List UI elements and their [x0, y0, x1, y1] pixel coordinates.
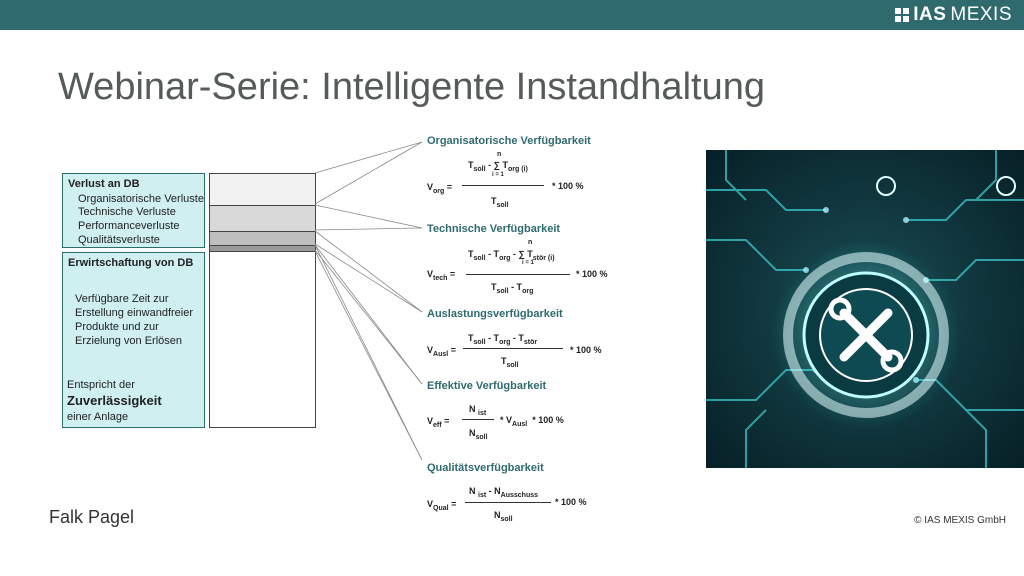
bar-tech-loss — [209, 205, 316, 232]
formula-eff-rhs: * VAusl * 100 % — [500, 415, 564, 428]
formula-eff-denominator: Nsoll — [469, 428, 488, 441]
formula-tech-numerator: Tsoll - Torg - ∑ Tstör (i) — [468, 249, 555, 262]
formula-qual-numerator: N ist - NAusschuss — [469, 486, 539, 499]
loss-heading: Verlust an DB — [68, 178, 140, 190]
copyright: © IAS MEXIS GmbH — [914, 515, 1006, 526]
formula-tech-denominator: Tsoll - Torg — [491, 282, 534, 295]
section-tech-title: Technische Verfügbarkeit — [427, 223, 561, 235]
top-bar: IAS MEXIS — [0, 0, 1024, 30]
fraction-line — [462, 419, 494, 420]
presenter-name: Falk Pagel — [49, 507, 135, 527]
times-100: * 100 % — [552, 181, 584, 191]
loss-item: Technische Verluste — [78, 206, 176, 218]
reliability-bold: Zuverlässigkeit — [67, 393, 162, 408]
earnings-box: Erwirtschaftung von DB Verfügbare Zeit z… — [62, 252, 205, 428]
section-qual-title: Qualitätsverfügbarkeit — [427, 462, 544, 474]
loss-item: Qualitätsverluste — [78, 234, 160, 246]
section-eff-title: Effektive Verfügbarkeit — [427, 380, 547, 392]
formula-org-denominator: Tsoll — [491, 196, 509, 209]
loss-item: Performanceverluste — [78, 220, 180, 232]
section-org-title: Organisatorische Verfügbarkeit — [427, 135, 591, 147]
formula-tech-lhs: Vtech = — [427, 269, 456, 282]
brand-light: MEXIS — [950, 4, 1012, 25]
earnings-line: Erstellung einwandfreier — [75, 307, 194, 319]
times-100: * 100 % — [576, 269, 608, 279]
formula-qual-denominator: Nsoll — [494, 510, 513, 523]
sum-top: n — [528, 239, 533, 246]
formula-ausl-denominator: Tsoll — [501, 356, 519, 369]
fraction-line — [462, 185, 544, 186]
bar-earnings — [209, 251, 316, 428]
slide-title: Webinar-Serie: Intelligente Instandhaltu… — [58, 66, 765, 108]
formula-ausl-lhs: VAusl = — [427, 345, 456, 358]
formula-qual-lhs: VQual = — [427, 499, 457, 512]
brand-logo: IAS MEXIS — [895, 4, 1012, 25]
formula-ausl-numerator: Tsoll - Torg - Tstör — [468, 333, 538, 346]
loss-item: Organisatorische Verluste — [78, 193, 204, 205]
earnings-line: Produkte und zur — [75, 321, 159, 333]
formula-org-numerator: Tsoll - ∑ Torg (i) — [468, 160, 528, 173]
sum-bottom: i = 1 — [522, 260, 534, 266]
sum-bottom: i = 1 — [492, 172, 504, 178]
fraction-line — [466, 274, 570, 275]
loss-box: Verlust an DB Organisatorische Verluste … — [62, 173, 205, 248]
formula-eff-numerator: N ist — [469, 404, 487, 417]
brand-strong: IAS — [913, 4, 947, 25]
sum-top: n — [497, 151, 502, 158]
fraction-line — [463, 348, 563, 349]
formula-org-lhs: Vorg = — [427, 182, 453, 195]
section-ausl-title: Auslastungsverfügbarkeit — [427, 308, 563, 320]
reliability-line3: einer Anlage — [67, 411, 129, 423]
fraction-line — [465, 502, 551, 503]
reliability-line1: Entspricht der — [67, 379, 135, 391]
earnings-heading: Erwirtschaftung von DB — [68, 257, 194, 269]
times-100: * 100 % — [570, 345, 602, 355]
circuit-wrench-image — [706, 150, 1024, 468]
logo-squares-icon — [895, 8, 910, 22]
earnings-line: Erzielung von Erlösen — [75, 335, 183, 347]
times-100: * 100 % — [555, 497, 587, 507]
formula-eff-lhs: Veff = — [427, 416, 450, 429]
earnings-line: Verfügbare Zeit zur — [75, 293, 169, 305]
